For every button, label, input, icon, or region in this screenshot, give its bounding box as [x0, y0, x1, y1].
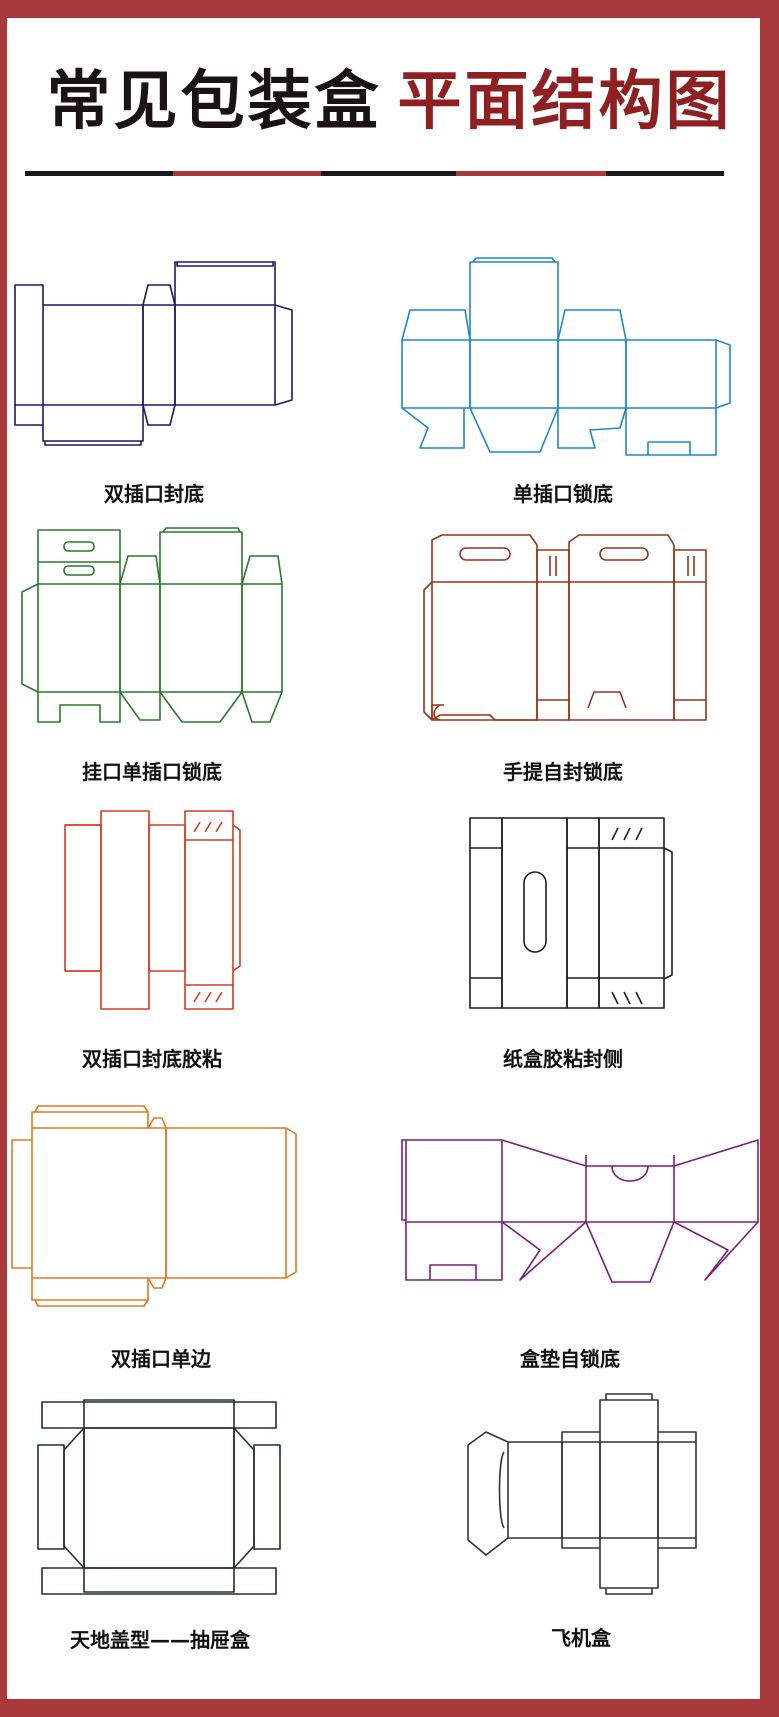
content-panel	[7, 18, 760, 1699]
page-title: 常见包装盒平面结构图	[0, 62, 779, 142]
box-label: 手提自封锁底	[503, 760, 623, 784]
title-rule-segment	[321, 171, 456, 176]
dieline-double-tuck-bottom	[14, 261, 293, 446]
box-label: 双插口封底胶粘	[82, 1047, 222, 1071]
box-label: 双插口封底	[104, 482, 204, 506]
dieline-double-tuck-single-side	[11, 1105, 297, 1307]
box-label: 纸盒胶粘封侧	[503, 1047, 623, 1071]
dieline-double-tuck-glued	[64, 810, 241, 1010]
dieline-hanger-single-tuck	[21, 527, 283, 723]
dieline-mailer-box	[467, 1393, 697, 1595]
dieline-handle-self-lock	[423, 534, 707, 721]
box-label: 挂口单插口锁底	[82, 760, 222, 784]
title-part-1: 常见包装盒	[46, 65, 382, 139]
title-rule-segment	[25, 171, 173, 176]
title-rule-segment	[606, 171, 724, 176]
title-part-2: 平面结构图	[397, 65, 733, 139]
dieline-cushion-self-lock	[401, 1139, 759, 1283]
dieline-drawer-box	[37, 1399, 281, 1595]
dieline-single-tuck-lock-bottom	[401, 257, 731, 456]
box-label: 盒垫自锁底	[520, 1347, 620, 1371]
box-label: 飞机盒	[551, 1626, 611, 1650]
box-label: 单插口锁底	[513, 482, 613, 506]
title-rule-segment	[456, 171, 606, 176]
box-label: 天地盖型——抽屉盒	[70, 1628, 250, 1652]
title-rule-segment	[173, 171, 321, 176]
box-label: 双插口单边	[111, 1347, 211, 1371]
dieline-glued-side	[469, 817, 673, 1009]
